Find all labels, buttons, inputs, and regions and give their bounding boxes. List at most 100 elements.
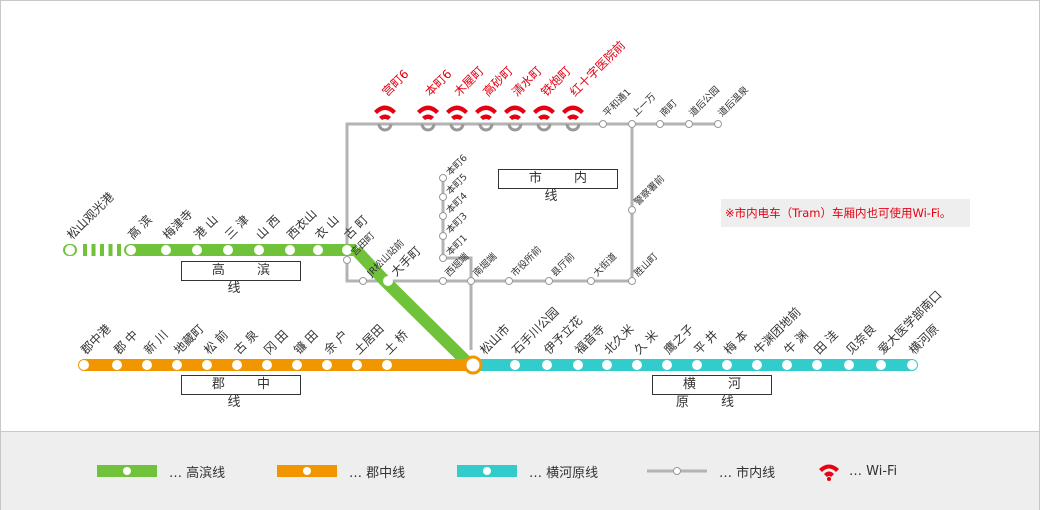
station-dot [844,360,854,370]
tram-stop [536,123,552,132]
legend-item-gunchu: … 郡中线 [277,462,406,481]
takahama-dash [108,244,113,256]
takahama-dash [100,244,104,256]
tram-stop [505,277,513,285]
tram-stop [599,120,607,128]
wifi-icon [480,114,492,120]
wifi-station-label: 宫町6 [379,66,412,99]
tram-stop [685,120,693,128]
yokogawara-line-label: 横 河 原 线 [652,375,772,410]
station-label: 本町6 [444,152,470,178]
wifi-icon [475,105,497,114]
hub-station-matsuyamashi [463,355,483,375]
tram-stop [507,123,523,132]
station-label: 土居田 [351,322,386,357]
wifi-icon [374,105,396,114]
station-dot [722,360,732,370]
station-dot [161,245,171,255]
legend-item-takahama: … 高滨线 [97,462,226,481]
station-dot [782,360,792,370]
station-label: 高 滨 [125,212,155,242]
station-label: 警察署前 [632,173,667,208]
legend-label: … 郡中线 [349,465,406,481]
station-dot [907,360,917,370]
route-map: 松山观光港高 滨梅津寺港 山三 津山 西西衣山衣 山古 町郡中港郡 中新 川地藏… [63,38,945,375]
station-dot [172,360,182,370]
legend: … 高滨线 … 郡中线 … 横河原线 … 市内线 … Wi-Fi [1,431,1039,510]
station-dot [542,360,552,370]
legend-label: … 市内线 [719,465,776,481]
station-label: 西堀端 [443,250,472,279]
gunchu-swatch [277,465,337,477]
takahama-line-label: 高 滨 线 [181,261,301,296]
takahama-swatch [97,465,157,477]
station-label: 北久米 [601,322,636,357]
station-dot [322,360,332,370]
station-dot [383,276,393,286]
tram-line-top [345,122,718,250]
station-label: 道后公园 [687,84,722,119]
station-label: 镰 田 [291,327,321,357]
wifi-station-label: 红十字医院前 [567,38,629,100]
station-label: 山 西 [253,213,283,243]
station-dot [692,360,702,370]
tram-stop [439,232,447,240]
station-dot [79,360,89,370]
station-dot [202,360,212,370]
station-label: 道后温泉 [716,83,752,119]
station-dot [510,360,520,370]
tram-stop [439,212,447,220]
tram-stop [439,193,447,201]
wifi-icon [379,114,391,120]
tram-stop [359,277,367,285]
tram-stop [439,277,447,285]
wifi-station-label: 木屋町 [451,64,486,99]
station-label: 市役所前 [509,244,544,279]
station-label: 余 户 [321,327,351,357]
wifi-icon [509,114,521,120]
wifi-notice: ※市内电车（Tram）车厢内也可使用Wi-Fi。 [721,199,970,227]
tram-stop [377,123,393,132]
station-label: 上一万 [630,91,658,119]
wifi-icon [451,114,463,120]
station-label: 西衣山 [284,206,320,242]
wifi-station-label: 铁炮町 [538,64,573,99]
station-label: 鹰之子 [661,321,697,357]
tram-stop [628,206,636,214]
station-dot [573,360,583,370]
tram-stop [420,123,436,132]
station-dot [752,360,762,370]
station-label-hub: 松山市 [477,321,513,357]
tram-stop [565,123,581,132]
station-label: 见奈良 [843,321,879,357]
tram-stop [343,256,351,264]
yokogawara-swatch [457,465,517,477]
wifi-station-label: 清水町 [509,64,544,99]
station-dot [223,245,233,255]
tram-line-label: 市 内 线 [498,169,618,204]
wifi-icon [567,114,579,120]
legend-label: … 高滨线 [169,465,226,481]
tram-stop [449,123,465,132]
takahama-dash [117,244,121,256]
station-label: 地藏町 [171,322,206,357]
station-label: 郡中港 [78,321,114,357]
wifi-icon [422,114,434,120]
station-dot [192,245,202,255]
station-dot [254,245,264,255]
station-dot [632,360,642,370]
station-dot [602,360,612,370]
station-dot [313,245,323,255]
station-dot [126,245,136,255]
station-dot [112,360,122,370]
station-label: 县厅前 [549,250,578,279]
tram-stop [478,123,494,132]
tram-stop [587,277,595,285]
station-label: 梅 本 [721,327,751,357]
gunchu-line-label: 郡 中 线 [181,375,301,410]
tram-stop [628,120,636,128]
station-label: 新 川 [141,327,171,357]
station-label: 郡 中 [111,327,141,357]
takahama-dash [91,244,96,256]
station-label: 平和通1 [601,87,633,119]
